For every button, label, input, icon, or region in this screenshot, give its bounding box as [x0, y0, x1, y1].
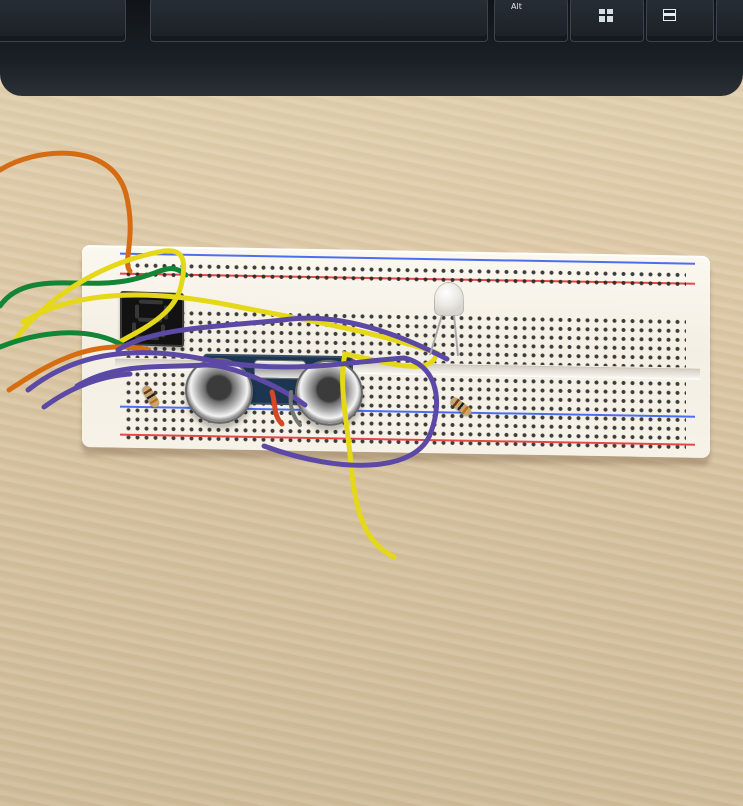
purple-jumper-wire-main: [25, 350, 440, 468]
green-jumper-wire-lower: [0, 330, 127, 350]
windows-logo-icon: [570, 0, 644, 42]
red-sensor-lead: [269, 389, 285, 427]
white-led: [434, 282, 464, 316]
menu-icon: [646, 0, 714, 42]
led-lead-right: [453, 314, 459, 357]
purple-jumper-wire-short: [41, 371, 133, 410]
led-lead-left: [429, 314, 443, 356]
gray-sensor-lead: [288, 390, 302, 427]
purple-jumper-wire-top: [115, 315, 450, 362]
keyboard-edge: Alt: [0, 0, 743, 96]
green-jumper-wire-top: [0, 266, 189, 309]
orange-jumper-wire-lower: [6, 344, 152, 393]
yellow-jumper-wire-long: [20, 292, 440, 560]
keyboard-key-space: [150, 0, 488, 42]
keyboard-key-right: [716, 0, 743, 42]
alt-key: Alt: [494, 0, 568, 42]
yellow-jumper-wire-left: [11, 248, 187, 346]
alt-key-label: Alt: [511, 2, 522, 11]
purple-jumper-wire-sensor: [74, 362, 308, 408]
orange-jumper-wire: [0, 150, 133, 274]
keyboard-key-left: [0, 0, 126, 42]
